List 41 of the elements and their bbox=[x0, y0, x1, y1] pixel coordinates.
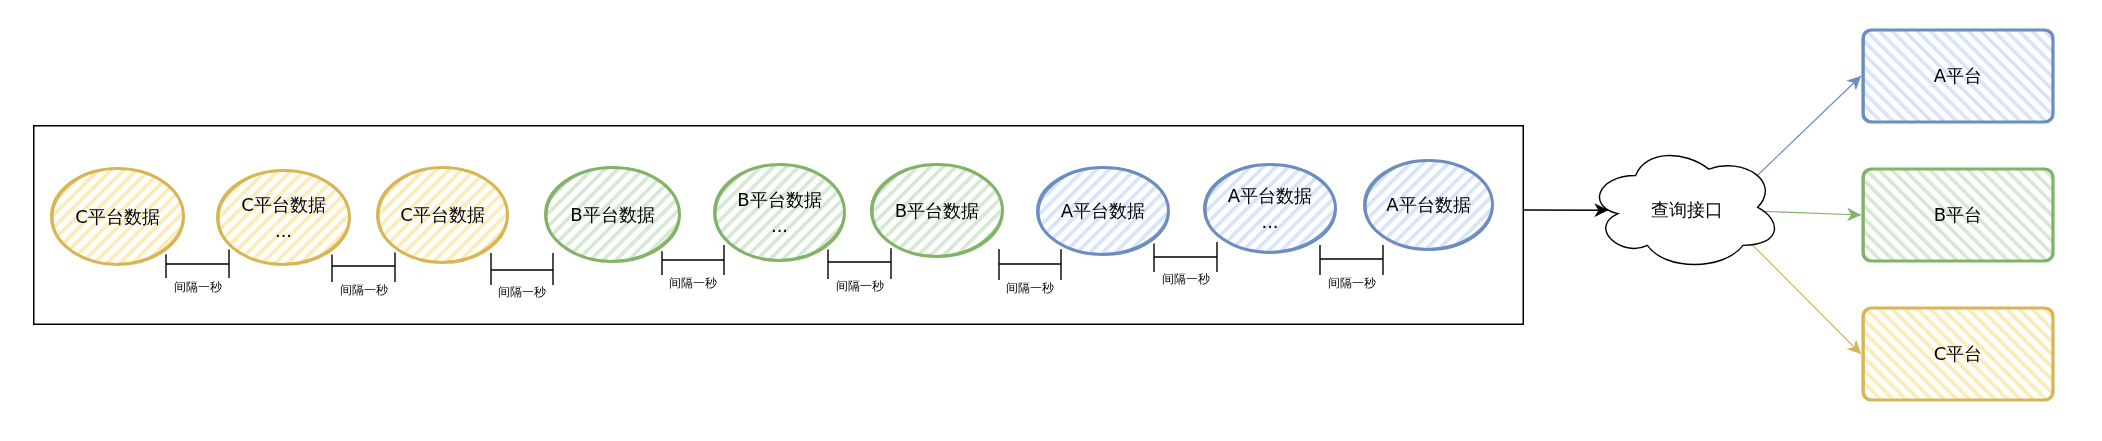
node-label: C平台 bbox=[1933, 342, 1983, 367]
node-label: ... bbox=[770, 213, 789, 238]
node-label: A平台数据 bbox=[1060, 199, 1146, 224]
dimension-label: 间隔一秒 bbox=[173, 279, 222, 295]
data-ellipse bbox=[1035, 165, 1171, 257]
node-label: A平台 bbox=[1933, 64, 1983, 89]
node-label: ... bbox=[1261, 209, 1279, 234]
data-ellipse bbox=[712, 162, 847, 263]
node-label: B平台 bbox=[1933, 203, 1983, 228]
node-label: 查询接口 bbox=[1651, 198, 1723, 223]
data-ellipse bbox=[49, 166, 186, 267]
platform-box bbox=[1861, 167, 2055, 263]
dimension-label: 间隔一秒 bbox=[339, 282, 388, 298]
node-label: C平台数据 bbox=[241, 193, 326, 218]
data-ellipse bbox=[215, 168, 352, 267]
node-label: B平台数据 bbox=[894, 198, 980, 223]
dimension-label: 间隔一秒 bbox=[1006, 280, 1054, 296]
arrow bbox=[1523, 203, 1609, 218]
node-label: C平台数据 bbox=[400, 203, 485, 228]
node-label: B平台数据 bbox=[570, 202, 655, 227]
cloud-shape bbox=[1598, 154, 1776, 266]
data-ellipse bbox=[543, 165, 682, 264]
data-ellipse bbox=[869, 162, 1005, 259]
data-ellipse bbox=[1362, 158, 1495, 252]
node-label: A平台数据 bbox=[1227, 184, 1313, 209]
arrow bbox=[1751, 244, 1862, 355]
dimension-label: 间隔一秒 bbox=[498, 284, 546, 300]
dimension-label: 间隔一秒 bbox=[835, 278, 884, 294]
container-frame bbox=[33, 125, 1524, 325]
dimension-label: 间隔一秒 bbox=[1327, 275, 1376, 291]
data-ellipse bbox=[375, 165, 510, 265]
node-label: B平台数据 bbox=[737, 188, 822, 213]
node-label: C平台数据 bbox=[75, 204, 160, 229]
data-ellipse bbox=[1202, 162, 1338, 255]
arrow bbox=[1756, 75, 1862, 177]
platform-box bbox=[1861, 28, 2055, 124]
platform-box bbox=[1861, 306, 2055, 402]
dimension-label: 间隔一秒 bbox=[669, 275, 717, 291]
node-label: ... bbox=[274, 218, 293, 243]
dimension-label: 间隔一秒 bbox=[1161, 271, 1210, 287]
node-label: A平台数据 bbox=[1386, 193, 1471, 218]
